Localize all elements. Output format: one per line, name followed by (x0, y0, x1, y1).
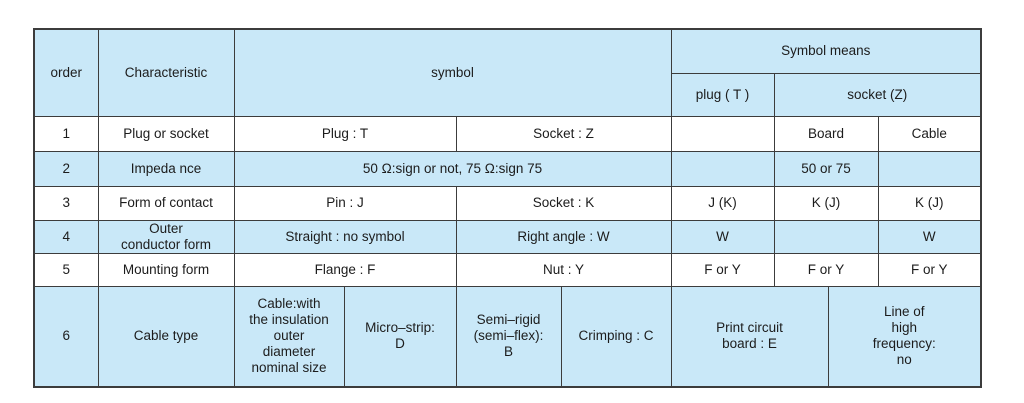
row6-order: 6 (33, 285, 99, 388)
row6-symbol-microstrip: Micro–strip: D (343, 285, 457, 388)
row1-means-board: Board (773, 115, 879, 152)
row4-symbol-rightangle: Right angle : W (455, 219, 672, 254)
row1-symbol-plug: Plug : T (233, 115, 457, 152)
header-order: order (33, 28, 99, 117)
row6-means-pcb: Print circuit board : E (670, 285, 829, 388)
row1-means-cable: Cable (877, 115, 982, 152)
row2-symbol: 50 Ω:sign or not, 75 Ω:sign 75 (233, 150, 672, 187)
row1-characteristic: Plug or socket (97, 115, 235, 152)
row4-characteristic: Outer conductor form (97, 219, 235, 254)
row3-characteristic: Form of contact (97, 185, 235, 221)
row3-means-plug: J (K) (670, 185, 775, 221)
row3-order: 3 (33, 185, 99, 221)
row4-means-plug: W (670, 219, 775, 254)
row6-characteristic: Cable type (97, 285, 235, 388)
row4-symbol-straight: Straight : no symbol (233, 219, 457, 254)
row1-means-plug (670, 115, 775, 152)
row3-means-board: K (J) (773, 185, 879, 221)
header-symbol-means: Symbol means (670, 28, 982, 74)
row3-symbol-pin: Pin : J (233, 185, 457, 221)
connector-symbol-table: order Characteristic symbol Symbol means… (33, 28, 983, 388)
row2-characteristic: Impeda nce (97, 150, 235, 187)
row4-order: 4 (33, 219, 99, 254)
header-characteristic: Characteristic (97, 28, 235, 117)
row5-means-plug: F or Y (670, 252, 775, 287)
table-row: 5 Mounting form Flange : F Nut : Y F or … (33, 252, 982, 287)
table-row: 1 Plug or socket Plug : T Socket : Z Boa… (33, 115, 982, 152)
row5-order: 5 (33, 252, 99, 287)
row6-means-highfreq: Line of high frequency: no (827, 285, 982, 388)
row1-order: 1 (33, 115, 99, 152)
header-socket-z: socket (Z) (773, 72, 982, 117)
row6-symbol-cable: Cable:with the insulation outer diameter… (233, 285, 345, 388)
row4-means-cable: W (877, 219, 982, 254)
row4-means-board (773, 219, 879, 254)
row5-characteristic: Mounting form (97, 252, 235, 287)
row6-symbol-semirigid: Semi–rigid (semi–flex): B (455, 285, 562, 388)
row2-means-plug (670, 150, 775, 187)
table-row: 6 Cable type Cable:with the insulation o… (33, 285, 982, 388)
table-row: 2 Impeda nce 50 Ω:sign or not, 75 Ω:sign… (33, 150, 982, 187)
row5-means-cable: F or Y (877, 252, 982, 287)
header-plug-t: plug ( T ) (670, 72, 775, 117)
table-row: 3 Form of contact Pin : J Socket : K J (… (33, 185, 982, 221)
row2-means-cable (877, 150, 982, 187)
table-row: 4 Outer conductor form Straight : no sym… (33, 219, 982, 254)
row3-symbol-socket: Socket : K (455, 185, 672, 221)
row5-means-board: F or Y (773, 252, 879, 287)
row5-symbol-nut: Nut : Y (455, 252, 672, 287)
header-symbol: symbol (233, 28, 672, 117)
row6-symbol-crimping: Crimping : C (560, 285, 672, 388)
row2-means-board: 50 or 75 (773, 150, 879, 187)
row3-means-cable: K (J) (877, 185, 982, 221)
row2-order: 2 (33, 150, 99, 187)
row1-symbol-socket: Socket : Z (455, 115, 672, 152)
row5-symbol-flange: Flange : F (233, 252, 457, 287)
